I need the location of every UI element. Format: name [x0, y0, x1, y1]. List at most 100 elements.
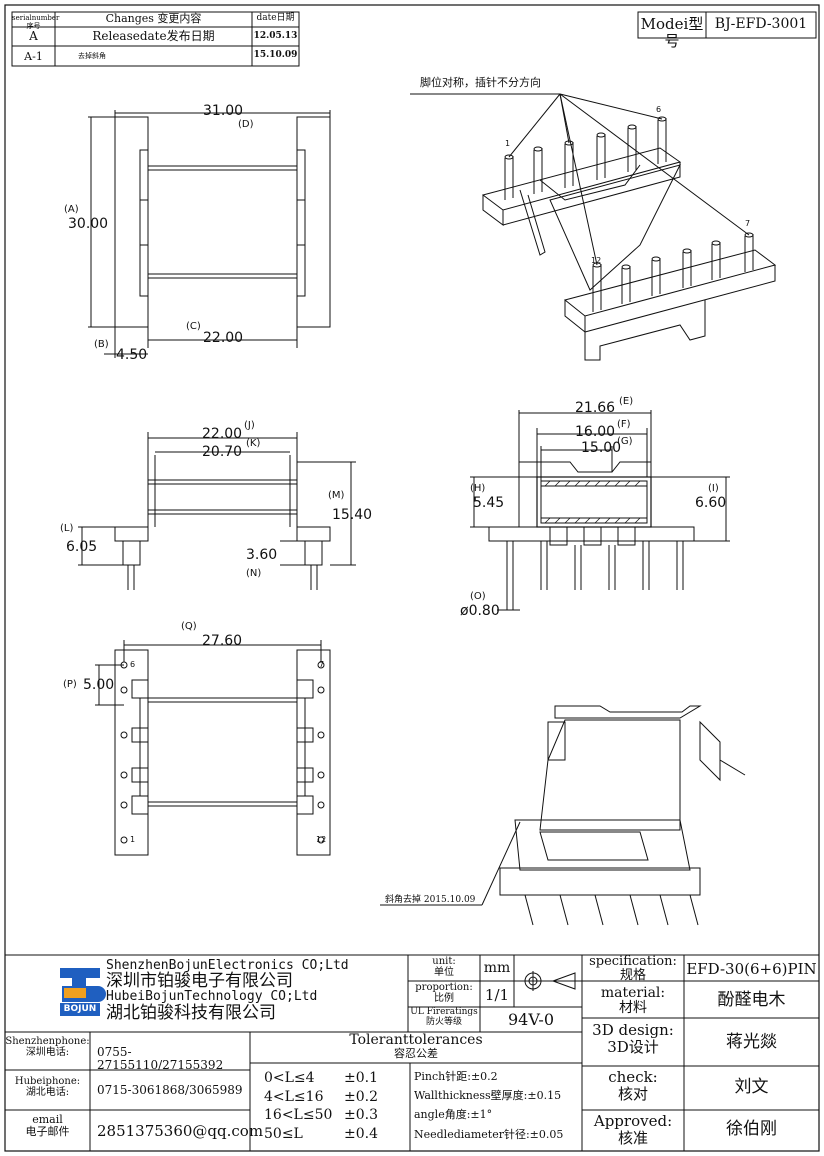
iso-view-top — [410, 93, 777, 361]
contact-label-hubei: Hubeiphone: 湖北电话: — [14, 1076, 81, 1098]
bottom-pin-12-label: 12 — [316, 835, 327, 844]
tol-range-2: 4<L≤16 — [264, 1089, 324, 1105]
rev-row-2-date: 15.10.09 — [253, 50, 298, 60]
tol-spec-wall: Wallthickness壁厚度:±0.15 — [414, 1089, 562, 1102]
bottom-pin-7-label: 7 — [319, 660, 325, 669]
rev-row-1-serial: A — [29, 29, 38, 43]
dim-f-value: 16.00 — [575, 424, 616, 440]
chamfer-note: 斜角去掉 2015.10.09 — [385, 895, 476, 905]
dim-o-value: ø0.80 — [460, 603, 500, 619]
contact-label-shenzhen: Shenzhenphone: 深圳电话: — [5, 1036, 90, 1058]
dim-p-value: 5.00 — [83, 677, 115, 693]
dim-a-letter: (A) — [64, 204, 79, 215]
dim-q-value: 27.60 — [202, 633, 243, 649]
logo-text: BOJUN — [63, 1004, 97, 1014]
company-name-en-shenzhen: ShenzhenBojunElectronics CO;Ltd — [106, 958, 349, 973]
dim-c-value: 22.00 — [203, 330, 244, 346]
dim-o-letter: (O) — [470, 591, 486, 602]
dim-l-value: 6.05 — [66, 539, 98, 555]
company-name-en-hubei: HubeiBojunTechnology CO;Ltd — [106, 989, 318, 1005]
dim-d-letter: (D) — [238, 119, 254, 130]
contact-value-shenzhen: 0755-27155110/27155392 — [97, 1045, 224, 1073]
design-label: 3D design: 3D设计 — [592, 1021, 674, 1056]
bottom-view — [95, 640, 331, 856]
spec-value: EFD-30(6+6)PIN — [686, 960, 817, 978]
material-label: material: 材料 — [600, 985, 666, 1017]
dim-e-letter: (E) — [619, 396, 634, 407]
top-view — [88, 110, 331, 358]
dim-q-letter: (Q) — [181, 621, 197, 632]
check-label: check: 核对 — [608, 1068, 658, 1103]
dim-l-letter: (L) — [60, 523, 74, 534]
front-view — [78, 432, 356, 590]
dim-i-value: 6.60 — [695, 495, 727, 511]
dim-m-letter: (M) — [328, 490, 345, 501]
dim-h-letter: (H) — [470, 483, 486, 494]
tol-range-1: 0<L≤4 — [264, 1070, 315, 1086]
revision-table-grid — [11, 11, 300, 67]
firerating-value: 94V-0 — [507, 1010, 555, 1029]
tolerances-subtitle: 容忍公差 — [394, 1047, 438, 1060]
rev-row-2-change: 去掉斜角 — [78, 52, 106, 60]
dim-h-value: 5.45 — [473, 495, 505, 511]
dim-k-letter: (K) — [246, 438, 261, 449]
design-value: 蒋光燚 — [726, 1032, 777, 1052]
tol-spec-pinch: Pinch针距:±0.2 — [414, 1070, 498, 1083]
company-name-cn-shenzhen: 深圳市铂骏电子有限公司 — [106, 971, 293, 992]
model-box-frame — [637, 11, 817, 39]
contact-label-email: email 电子邮件 — [25, 1113, 70, 1139]
unit-value: mm — [483, 960, 511, 976]
contact-value-hubei: 0715-3061868/3065989 — [97, 1083, 243, 1097]
tol-spec-angle: angle角度:±1° — [414, 1108, 493, 1121]
contact-value-email: 2851375360@qq.com — [97, 1122, 264, 1140]
unit-label: unit: 单位 — [432, 956, 456, 978]
title-block-grid — [5, 954, 819, 1151]
dim-b-letter: (B) — [94, 339, 109, 350]
pin-symmetry-note: 脚位对称，插针不分方向 — [420, 76, 541, 89]
model-label: Modei型号 — [640, 15, 704, 50]
dim-n-letter: (N) — [246, 568, 262, 579]
bojun-logo — [60, 968, 106, 1016]
dim-b-value: 4.50 — [116, 347, 148, 363]
rev-header-changes: Changes 变更内容 — [105, 12, 202, 25]
tol-value-2: ±0.2 — [344, 1089, 378, 1105]
company-name-cn-hubei: 湖北铂骏科技有限公司 — [106, 1002, 276, 1023]
dim-f-letter: (F) — [617, 419, 631, 430]
company-block: ShenzhenBojunElectronics CO;Ltd 深圳市铂骏电子有… — [106, 958, 406, 1023]
dim-i-letter: (I) — [708, 483, 719, 494]
check-value: 刘文 — [734, 1077, 769, 1097]
spec-label: specification: 规格 — [589, 954, 677, 984]
iso-pin-7-label: 7 — [745, 219, 751, 228]
proportion-label: proportion: 比例 — [415, 982, 473, 1004]
tol-value-1: ±0.1 — [344, 1070, 378, 1086]
sheet-border — [4, 4, 820, 1152]
tol-value-4: ±0.4 — [344, 1126, 378, 1142]
proportion-value: 1/1 — [484, 986, 510, 1004]
dim-m-value: 15.40 — [332, 507, 373, 523]
rev-header-serial: serialnumber序号 — [12, 14, 60, 30]
tol-range-4: 50≤L — [264, 1126, 303, 1142]
iso-pin-6-label: 6 — [656, 105, 662, 114]
rev-row-1-date: 12.05.13 — [253, 31, 298, 41]
model-value: BJ-EFD-3001 — [714, 16, 808, 32]
iso-view-bottom — [380, 705, 746, 926]
dim-j-letter: (J) — [244, 420, 255, 431]
tol-range-3: 16<L≤50 — [264, 1107, 333, 1123]
tolerances-title: Toleranttolerances — [349, 1032, 483, 1048]
dim-j-value: 22.00 — [202, 426, 243, 442]
firerating-label: UL Fireratings 防火等级 — [410, 1007, 478, 1027]
material-value: 酚醛电木 — [717, 990, 786, 1010]
dim-n-value: 3.60 — [246, 547, 278, 563]
tol-value-3: ±0.3 — [344, 1107, 378, 1123]
dim-g-value: 15.00 — [581, 440, 622, 456]
dim-d-value: 31.00 — [203, 103, 244, 119]
iso-pin-12-label: 12 — [591, 256, 602, 265]
rev-row-1-change: Releasedate发布日期 — [92, 29, 215, 43]
dim-p-letter: (P) — [63, 679, 77, 690]
dim-g-letter: (G) — [617, 436, 633, 447]
rev-header-date: date日期 — [256, 13, 295, 23]
side-view — [470, 410, 730, 611]
approved-value: 徐伯刚 — [726, 1119, 777, 1139]
hatch-pattern — [544, 480, 641, 524]
iso-pin-1-label: 1 — [505, 139, 511, 148]
